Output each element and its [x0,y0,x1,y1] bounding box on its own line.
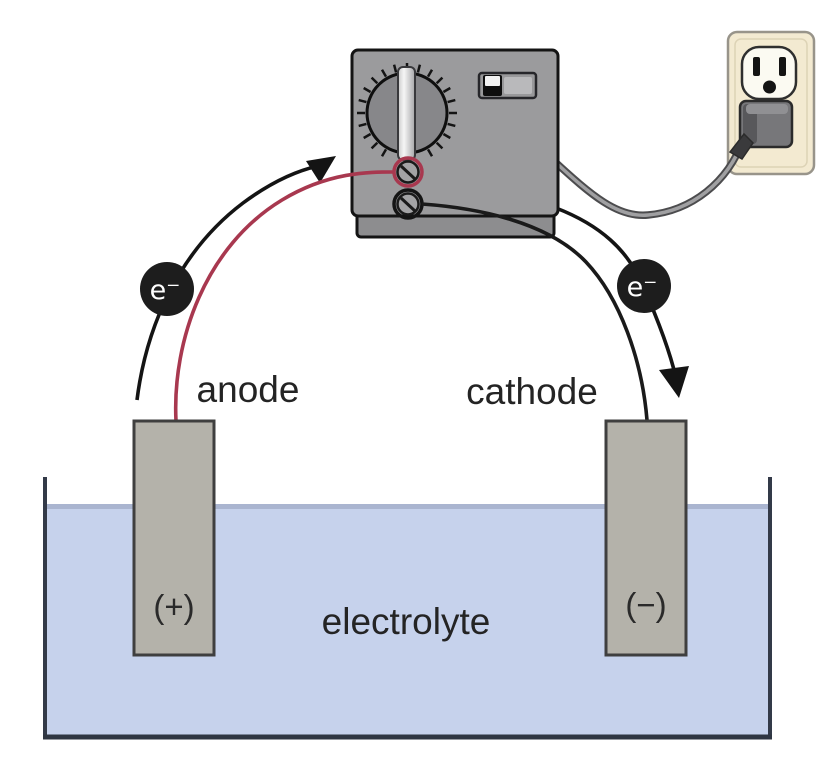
electron-badge-left: e⁻ [140,262,194,316]
cord-core [551,139,745,217]
positive-terminal [392,156,424,188]
power-cord [550,138,747,219]
cathode-polarity-label: (−) [625,586,666,623]
cathode-electrode [604,419,688,657]
anode-electrode [132,419,216,657]
electron-badge-circle-icon [617,259,671,313]
electron-arc-left [135,164,319,401]
plug-cord-neck [728,132,754,160]
outlet-ground-hole [763,80,776,94]
electrolyte-label: electrolyte [322,601,491,642]
positive-wire [173,170,396,422]
arrowhead-down-icon [659,366,689,398]
electron-symbol: e⁻ [150,275,181,306]
outlet-slot-right [779,57,786,76]
anode-polarity-label: (+) [153,588,194,625]
anode-label: anode [197,369,300,410]
electron-badge-right: e⁻ [617,259,671,313]
dial-pointer [397,66,416,161]
arrowhead-up-right-icon [306,156,336,183]
cord-outline [550,138,747,219]
electrolyte-surface-line [47,504,768,509]
cathode-label: cathode [466,371,598,412]
electron-badge-circle-icon [140,262,194,316]
outlet-top-socket-icon [740,45,798,101]
outlet-slot-left [753,57,760,76]
power-switch-icon [477,71,538,100]
negative-terminal [392,188,424,220]
dial-tick-scale [357,63,457,157]
electron-path-right [555,206,689,398]
outlet-plate-inner-line [734,38,808,168]
electron-path-left [135,156,336,401]
power-plug-icon [728,99,794,160]
electron-symbol: e⁻ [627,272,658,303]
negative-wire [421,202,649,421]
